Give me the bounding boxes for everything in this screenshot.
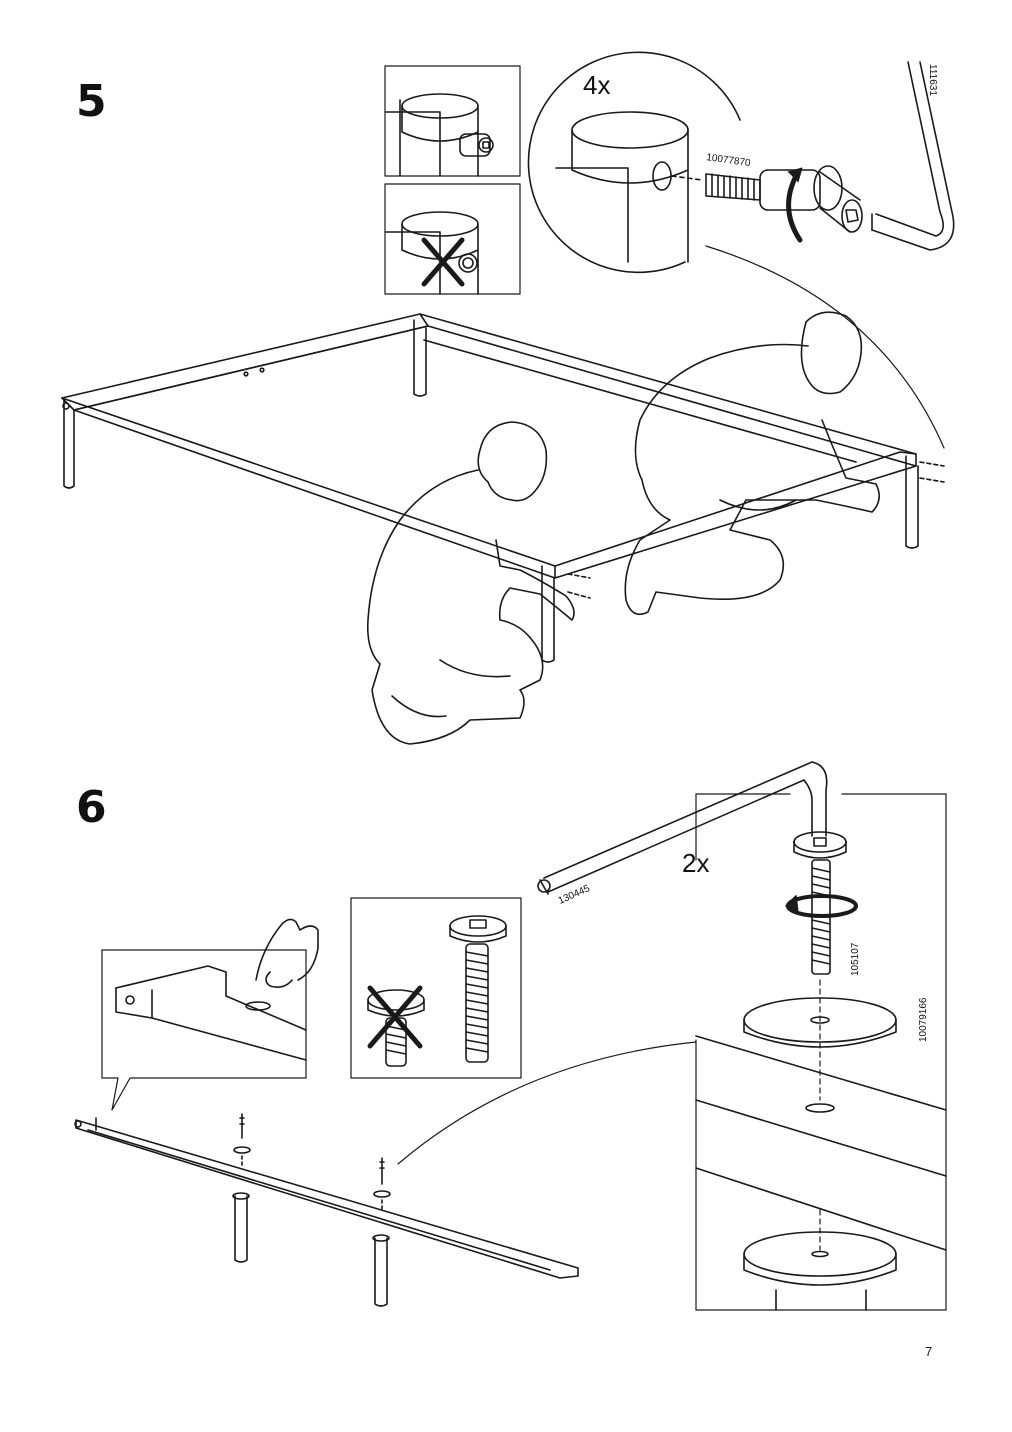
bed-frame [61, 313, 945, 663]
allen-key-step6 [537, 761, 828, 895]
step-5-number: 5 [76, 76, 107, 127]
person-right [624, 311, 880, 616]
screw-check-detail [350, 897, 522, 1079]
step5-bolt-part-number: 10077870 [706, 152, 752, 169]
incorrect-orientation-detail [384, 183, 521, 295]
step6-foot-part-number: 10079166 [918, 997, 929, 1042]
step5-key-part-number: 111631 [927, 64, 938, 96]
person-left [366, 421, 575, 745]
step6-quantity: 2x [682, 848, 709, 878]
step5-quantity: 4x [583, 70, 610, 100]
correct-orientation-detail [384, 65, 521, 177]
center-support-rail [74, 1041, 697, 1307]
step-6-number: 6 [76, 782, 107, 833]
foot-zoom-panel [695, 793, 947, 1311]
step6-screw-part-number: 105107 [850, 942, 861, 976]
bolt-zoom-circle [527, 51, 955, 449]
page-number: 7 [925, 1344, 933, 1359]
rail-slot-detail [101, 918, 319, 1111]
